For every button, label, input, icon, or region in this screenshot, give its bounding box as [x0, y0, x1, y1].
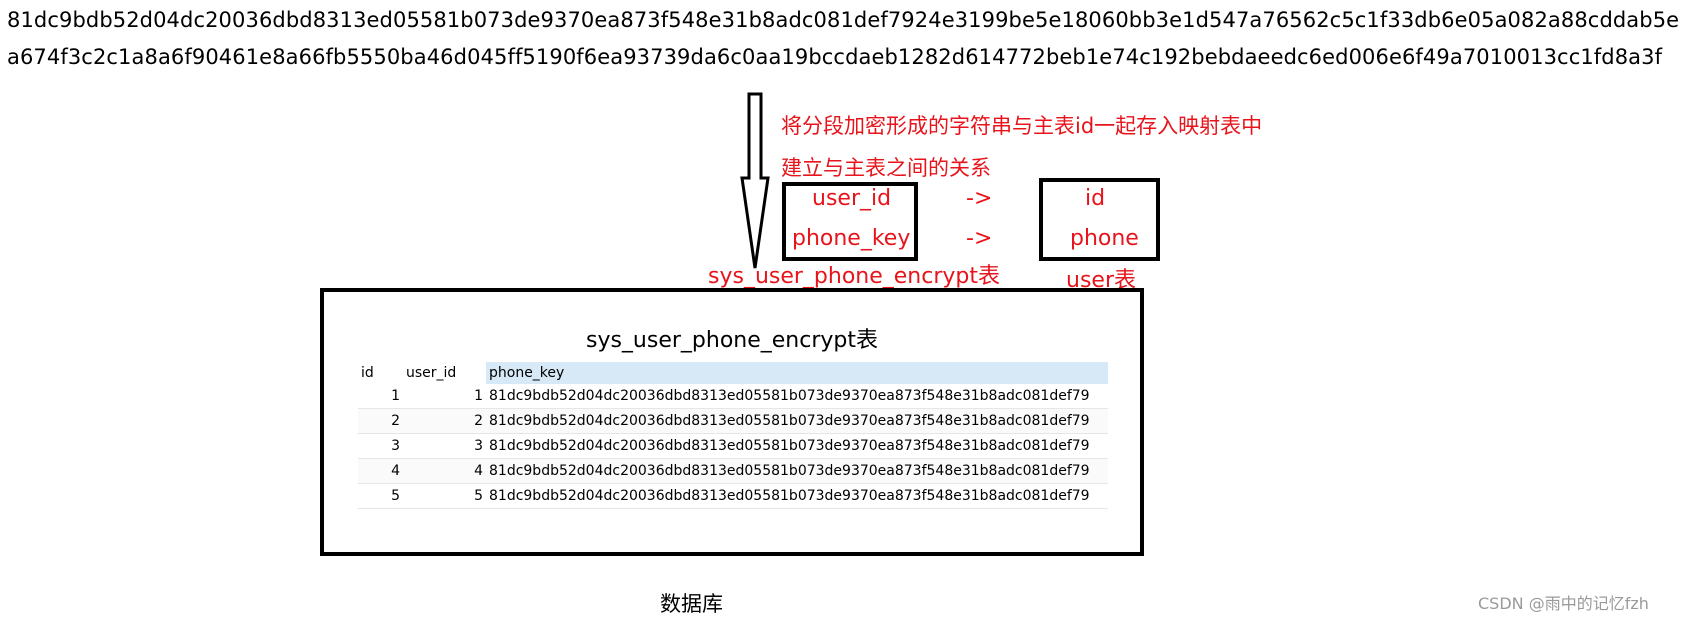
column-header-phone-key[interactable]: phone_key — [486, 362, 1108, 384]
encrypt-table: id user_id phone_key 1 1 81dc9bdb52d04dc… — [358, 362, 1108, 509]
cell-phone-key: 81dc9bdb52d04dc20036dbd8313ed05581b073de… — [486, 458, 1108, 484]
column-header-id[interactable]: id — [361, 365, 374, 381]
right-fields-box — [1039, 178, 1160, 261]
watermark: CSDN @雨中的记忆fzh — [1478, 594, 1649, 613]
cell-user-id: 5 — [403, 483, 486, 509]
cell-id: 4 — [358, 458, 403, 484]
cell-user-id: 3 — [403, 433, 486, 459]
table-row[interactable]: 1 1 81dc9bdb52d04dc20036dbd8313ed05581b0… — [358, 384, 1108, 409]
cell-id: 1 — [358, 384, 403, 409]
note-line-2: 建立与主表之间的关系 — [781, 156, 991, 180]
table-row[interactable]: 4 4 81dc9bdb52d04dc20036dbd8313ed05581b0… — [358, 458, 1108, 484]
left-table-name: sys_user_phone_encrypt表 — [708, 264, 1001, 289]
note-line-1: 将分段加密形成的字符串与主表id一起存入映射表中 — [781, 114, 1263, 138]
left-fields-box — [782, 182, 918, 261]
cell-user-id: 2 — [403, 408, 486, 434]
db-table-title: sys_user_phone_encrypt表 — [585, 328, 878, 353]
right-field-phone: phone — [1070, 226, 1139, 251]
cell-id: 5 — [358, 483, 403, 509]
cell-id: 3 — [358, 433, 403, 459]
arrow-text-2: -> — [966, 226, 993, 251]
table-row[interactable]: 2 2 81dc9bdb52d04dc20036dbd8313ed05581b0… — [358, 408, 1108, 434]
cell-id: 2 — [358, 408, 403, 434]
database-label: 数据库 — [660, 592, 723, 616]
right-field-id: id — [1085, 186, 1106, 211]
left-field-phone-key: phone_key — [792, 226, 911, 251]
cell-phone-key: 81dc9bdb52d04dc20036dbd8313ed05581b073de… — [486, 483, 1108, 509]
hash-line-2: a674f3c2c1a8a6f90461e8a66fb5550ba46d045f… — [7, 45, 1663, 69]
left-field-user-id: user_id — [812, 186, 892, 211]
column-header-user-id[interactable]: user_id — [406, 365, 457, 381]
cell-phone-key: 81dc9bdb52d04dc20036dbd8313ed05581b073de… — [486, 433, 1108, 459]
hash-line-1: 81dc9bdb52d04dc20036dbd8313ed05581b073de… — [7, 8, 1680, 32]
cell-phone-key: 81dc9bdb52d04dc20036dbd8313ed05581b073de… — [486, 408, 1108, 434]
cell-user-id: 1 — [403, 384, 486, 409]
cell-user-id: 4 — [403, 458, 486, 484]
table-row[interactable]: 5 5 81dc9bdb52d04dc20036dbd8313ed05581b0… — [358, 483, 1108, 509]
cell-phone-key: 81dc9bdb52d04dc20036dbd8313ed05581b073de… — [486, 384, 1108, 409]
table-row[interactable]: 3 3 81dc9bdb52d04dc20036dbd8313ed05581b0… — [358, 433, 1108, 459]
arrow-text-1: -> — [966, 186, 993, 211]
database-frame: sys_user_phone_encrypt表 id user_id phone… — [320, 288, 1144, 556]
down-arrow-icon — [740, 92, 770, 269]
